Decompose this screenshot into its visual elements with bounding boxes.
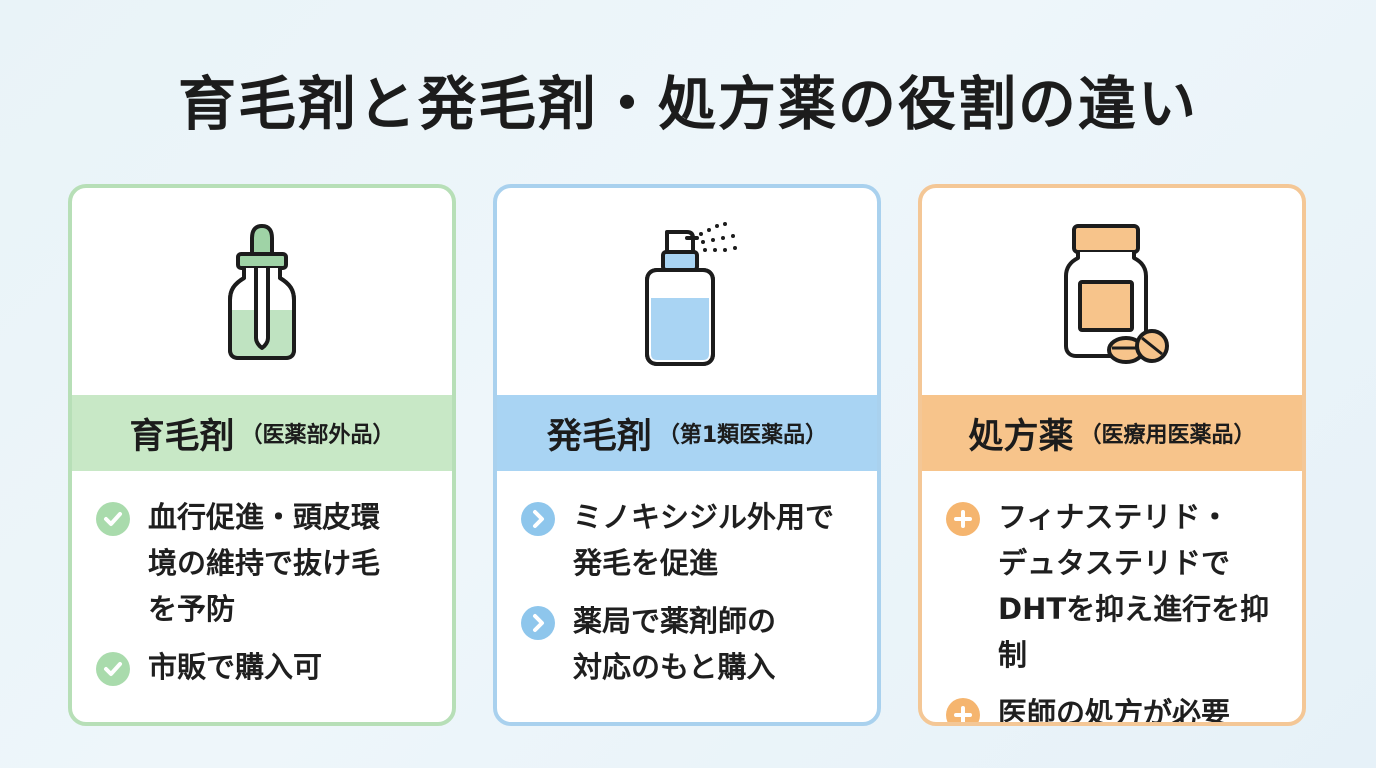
list-item: フィナステリド・ デュタステリドで DHTを抑え進行を抑制 — [946, 494, 1290, 678]
feature-text: 薬局で薬剤師の 対応のもと購入 — [573, 604, 777, 684]
icon-area — [922, 188, 1302, 398]
product-category: （医薬部外品） — [240, 423, 395, 448]
list-item: 血行促進・頭皮環 境の維持で抜け毛 を予防 — [96, 494, 440, 632]
card-shohoyaku: 処方薬 （医療用医薬品） フィナステリド・ デュタステリドで DHTを抑え進行を… — [918, 184, 1306, 726]
check-icon — [96, 652, 130, 686]
feature-list: 血行促進・頭皮環 境の維持で抜け毛 を予防 市販で購入可 — [96, 494, 440, 702]
check-icon — [96, 502, 130, 536]
pill-bottle-icon — [1064, 224, 1169, 364]
list-item: 薬局で薬剤師の 対応のもと購入 — [521, 598, 865, 690]
product-name: 処方薬 — [968, 416, 1074, 457]
dropper-bottle-icon — [228, 224, 296, 360]
feature-list: ミノキシジル外用で 発毛を促進 薬局で薬剤師の 対応のもと購入 — [521, 494, 865, 702]
plus-icon — [946, 502, 980, 536]
list-item: 市販で購入可 — [96, 644, 440, 690]
feature-list: フィナステリド・ デュタステリドで DHTを抑え進行を抑制 医師の処方が必要 — [946, 494, 1290, 726]
product-name: 発毛剤 — [546, 416, 652, 457]
card-header: 発毛剤 （第1類医薬品） — [497, 395, 877, 471]
card-header: 処方薬 （医療用医薬品） — [922, 395, 1302, 471]
list-item: ミノキシジル外用で 発毛を促進 — [521, 494, 865, 586]
feature-text: 血行促進・頭皮環 境の維持で抜け毛 を予防 — [148, 500, 381, 626]
product-category: （第1類医薬品） — [657, 423, 828, 448]
product-name: 育毛剤 — [129, 416, 235, 457]
card-ikumozai: 育毛剤 （医薬部外品） 血行促進・頭皮環 境の維持で抜け毛 を予防 市販で購入可 — [68, 184, 456, 726]
feature-text: ミノキシジル外用で 発毛を促進 — [573, 500, 835, 580]
card-header: 育毛剤 （医薬部外品） — [72, 395, 452, 471]
chevron-right-icon — [521, 606, 555, 640]
list-item: 医師の処方が必要 — [946, 690, 1290, 726]
icon-area — [72, 188, 452, 398]
icon-area — [497, 188, 877, 398]
page-title: 育毛剤と発毛剤・処方薬の役割の違い — [177, 70, 1198, 138]
feature-text: 医師の処方が必要 — [998, 696, 1231, 726]
product-category: （医療用医薬品） — [1079, 423, 1256, 448]
feature-text: フィナステリド・ デュタステリドで DHTを抑え進行を抑制 — [998, 500, 1270, 672]
chevron-right-icon — [521, 502, 555, 536]
spray-bottle-icon — [645, 222, 737, 366]
card-hatsumozai: 発毛剤 （第1類医薬品） ミノキシジル外用で 発毛を促進 薬局で薬剤師の 対応の… — [493, 184, 881, 726]
plus-icon — [946, 698, 980, 722]
feature-text: 市販で購入可 — [148, 650, 323, 684]
